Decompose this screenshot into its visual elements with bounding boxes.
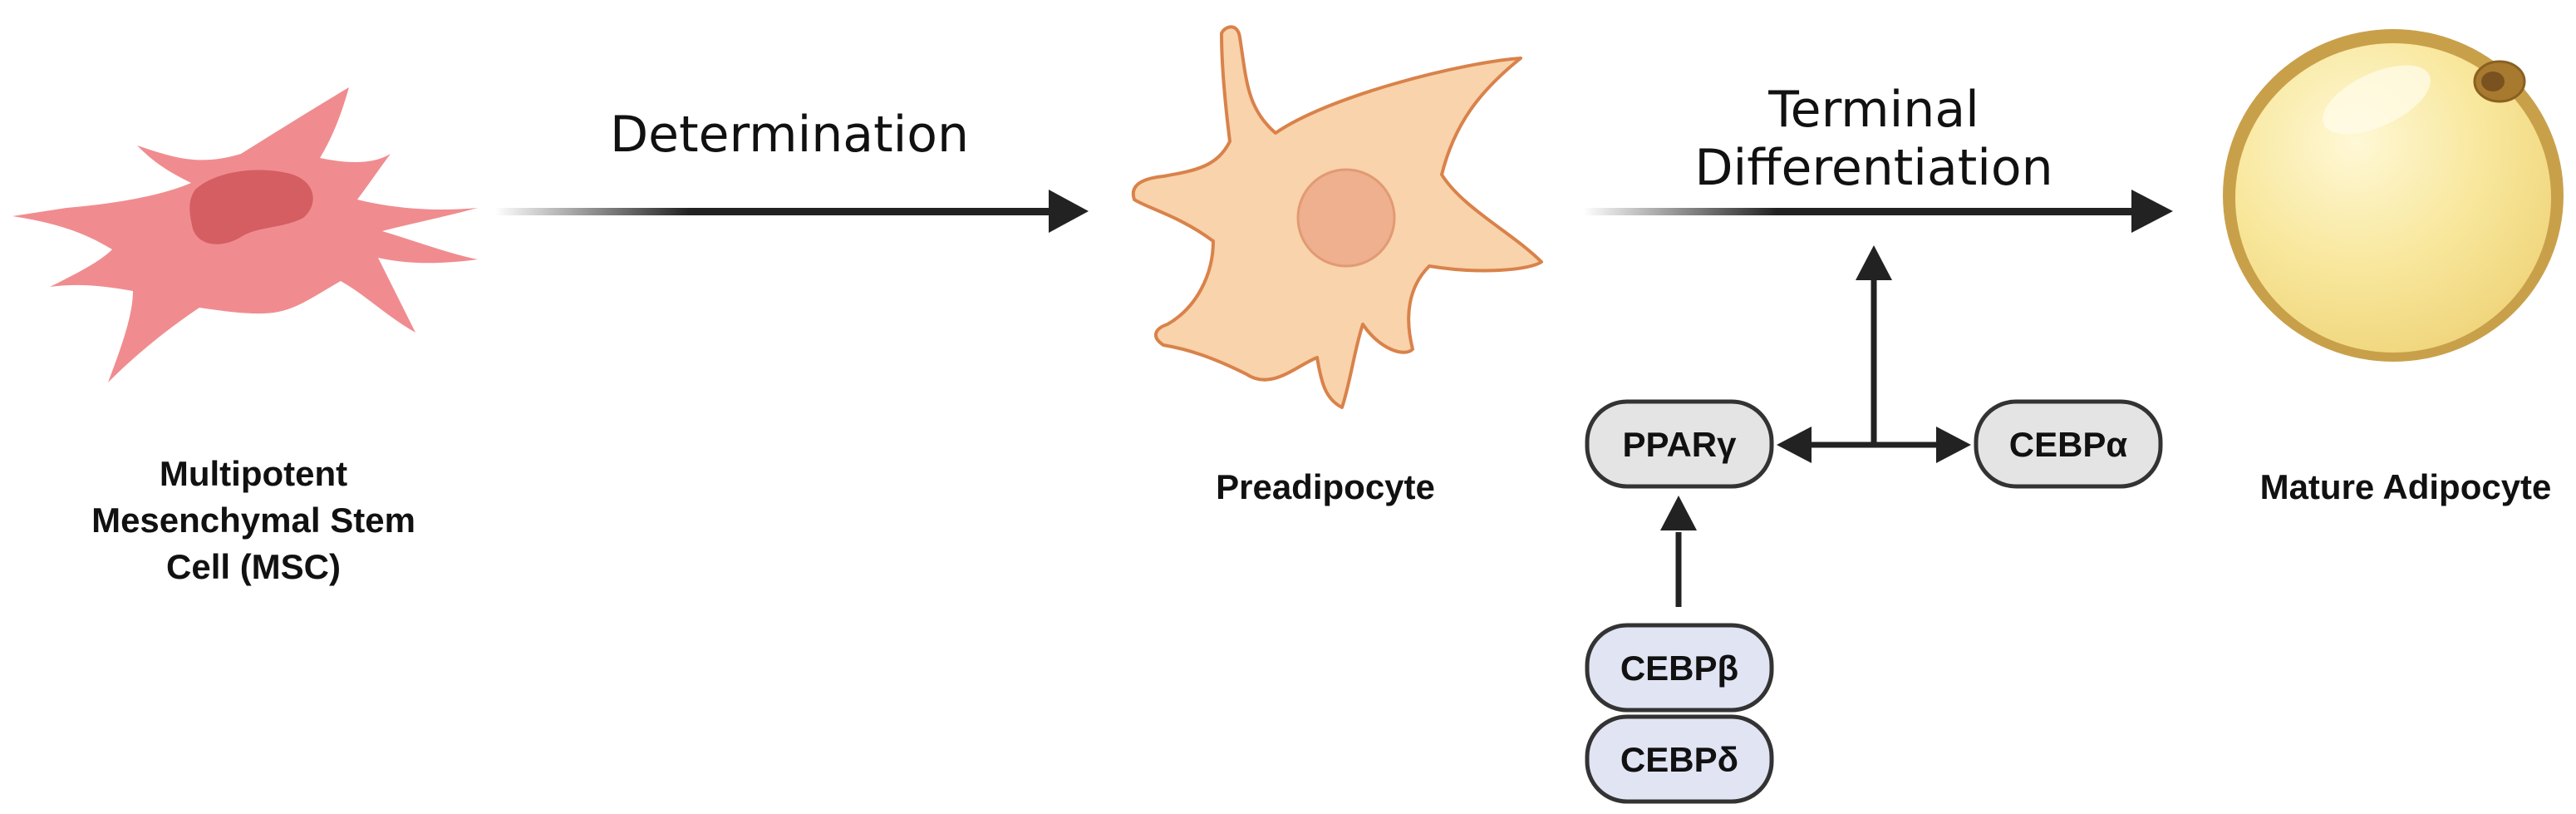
determination-arrow: Determination [494,106,1089,233]
factor-cebpd: CEBPδ [1585,714,1774,804]
msc-label: Multipotent Mesenchymal Stem Cell (MSC) [91,454,415,586]
arrowhead-up [1856,245,1892,280]
factor-cebpa: CEBPα [1974,399,2163,489]
cebpd-label: CEBPδ [1620,740,1738,779]
cebpb-label: CEBPβ [1620,649,1738,688]
preadipocyte-cell-icon [1131,25,1543,409]
cebpa-label: CEBPα [2009,425,2128,464]
connector-arrowheads [1660,245,1971,530]
mature-adipocyte-label: Mature Adipocyte [2260,467,2552,506]
determination-label: Determination [610,106,969,164]
terminal-differentiation-arrow: Terminal Differentiation [1583,81,2173,233]
arrowhead-to-ppar [1660,496,1697,530]
msc-label-line-2: Mesenchymal Stem [91,501,415,540]
msc-cell-icon [12,87,478,382]
msc-label-line-3: Cell (MSC) [166,547,341,586]
regulation-connectors [1675,279,1940,607]
pparg-label: PPARγ [1623,425,1738,464]
preadipocyte-label: Preadipocyte [1216,467,1435,506]
terminal-label-line-1: Terminal [1767,81,1979,139]
msc-label-line-1: Multipotent [160,454,347,493]
terminal-label-line-2: Differentiation [1694,139,2052,197]
arrowhead-left [1777,427,1812,463]
factor-pparg: PPARγ [1585,399,1774,489]
mature-adipocyte-cell-icon [2223,29,2564,362]
arrowhead-right [1936,427,1971,463]
factor-cebpb: CEBPβ [1585,623,1774,713]
